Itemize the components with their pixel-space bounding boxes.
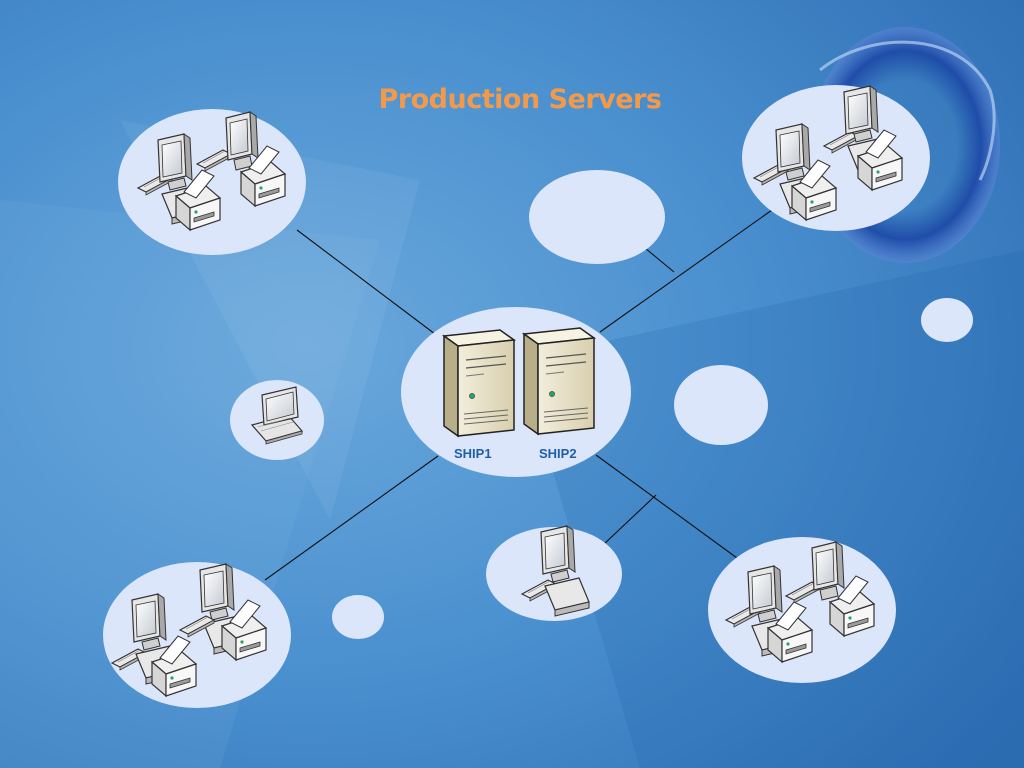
network-links <box>264 209 773 581</box>
small-bubble <box>332 595 384 639</box>
link-line <box>602 494 657 546</box>
link-line <box>644 247 675 273</box>
link-line <box>264 455 439 581</box>
link-line <box>595 454 738 559</box>
link-line <box>296 229 436 335</box>
background-shape <box>520 250 1024 768</box>
link-line <box>599 209 773 333</box>
server-label-ship2: SHIP2 <box>539 446 577 461</box>
empty-bubble <box>674 365 768 445</box>
server-label-ship1: SHIP1 <box>454 446 492 461</box>
tower-server-icon <box>523 327 595 435</box>
server-bubble <box>401 307 631 477</box>
diagram-title: Production Servers <box>378 84 662 115</box>
empty-bubble <box>529 170 665 264</box>
swirl-decoration <box>819 40 996 181</box>
tower-server-icon <box>443 329 515 437</box>
small-bubble <box>921 298 973 342</box>
background-shape <box>0 200 380 768</box>
